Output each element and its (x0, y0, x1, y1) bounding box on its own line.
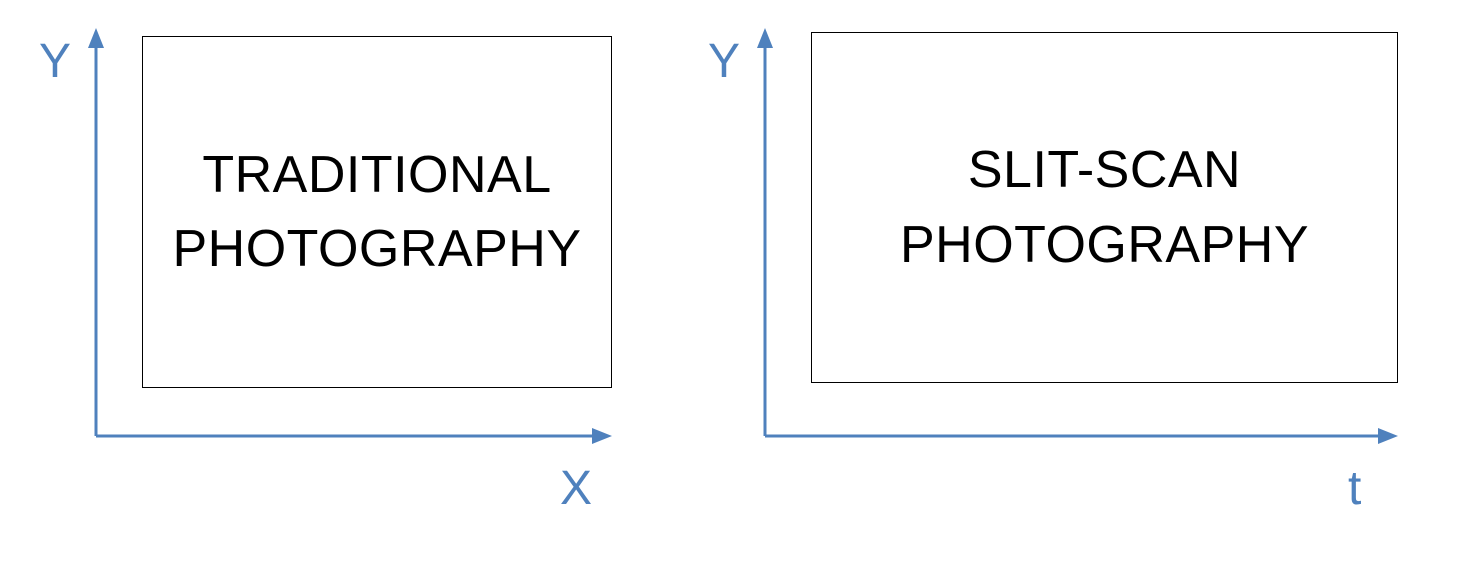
box-label-line-2: PHOTOGRAPHY (899, 215, 1310, 274)
left-y-axis-label: Y (39, 35, 72, 88)
traditional-photography-label: TRADITIONAL PHOTOGRAPHY (172, 138, 581, 287)
right-y-axis-arrowhead (757, 28, 773, 48)
traditional-photography-box: TRADITIONAL PHOTOGRAPHY (142, 36, 612, 388)
box-label-line-1: SLIT-SCAN (967, 141, 1242, 200)
right-t-axis-label: t (1348, 462, 1362, 515)
left-x-axis-arrowhead (592, 428, 612, 444)
box-label-line-2: PHOTOGRAPHY (172, 220, 582, 278)
left-x-axis-label: X (560, 462, 593, 515)
slit-scan-photography-label: SLIT-SCAN PHOTOGRAPHY (900, 133, 1309, 282)
right-y-axis-label: Y (708, 35, 741, 88)
box-label-line-1: TRADITIONAL (202, 145, 552, 204)
slit-scan-photography-box: SLIT-SCAN PHOTOGRAPHY (811, 32, 1398, 383)
right-t-axis-arrowhead (1378, 428, 1398, 444)
left-y-axis-arrowhead (88, 28, 104, 48)
